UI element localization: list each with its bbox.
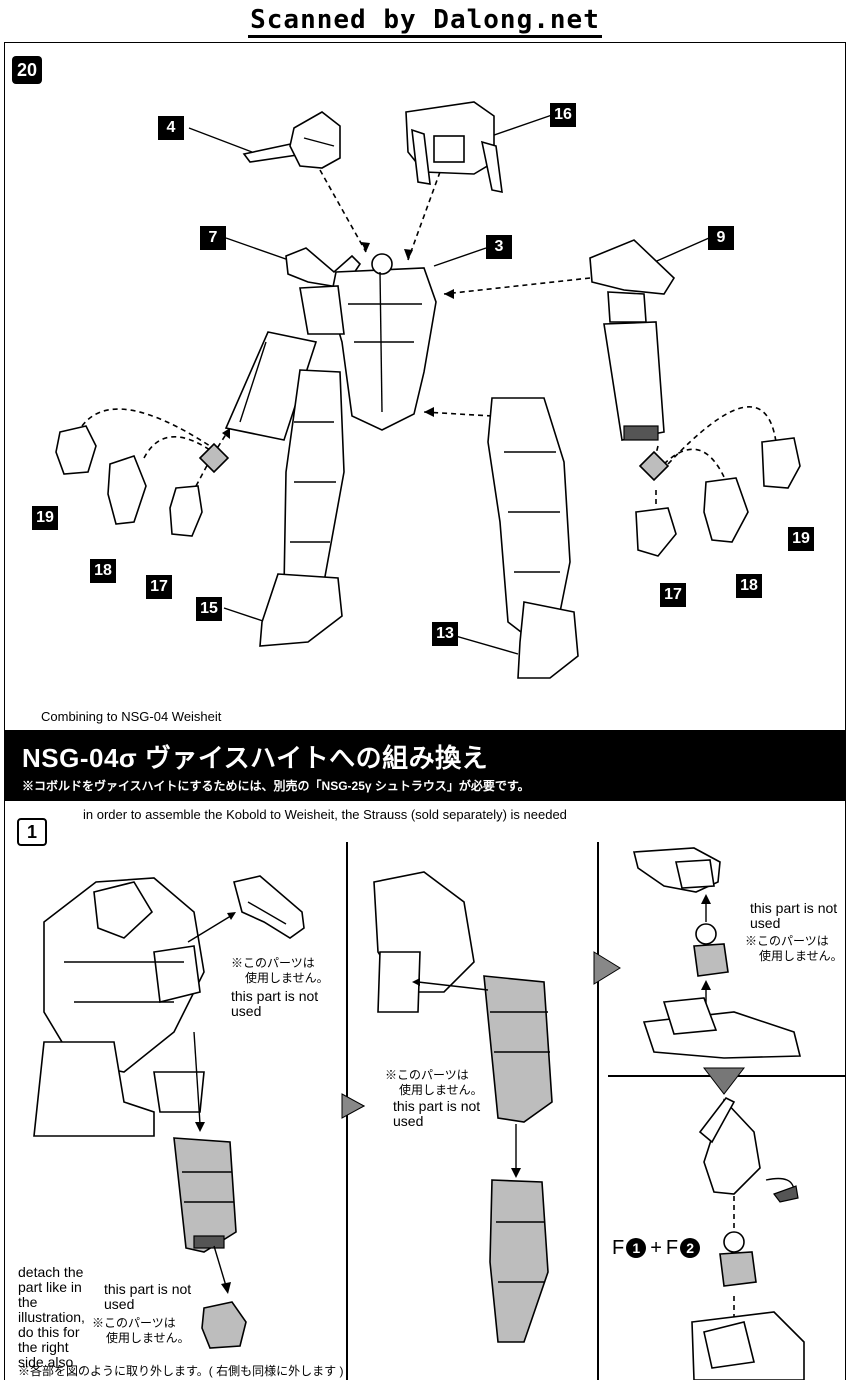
step20-illustration [55, 101, 801, 679]
combo-plus: + [650, 1236, 662, 1259]
panel1-en-note-1: this part is not used [231, 988, 319, 1019]
callout-part-19-right: 19 [788, 527, 814, 551]
combo-f1-letter: F [612, 1236, 625, 1259]
banner-title: NSG-04σ ヴァイスハイトへの組み換え [22, 743, 489, 773]
panel2-jp-note-line2: 使用しません。 [399, 1083, 483, 1097]
step1-frame [4, 800, 846, 1380]
panel1-jp-note-1-line2: 使用しません。 [245, 971, 329, 985]
callout-part-13: 13 [432, 622, 458, 646]
callout-part-17-left: 17 [146, 575, 172, 599]
callout-part-4: 4 [158, 116, 184, 140]
callout-part-3: 3 [486, 235, 512, 259]
callout-part-9: 9 [708, 226, 734, 250]
combo-n1-circle: 1 [626, 1238, 647, 1258]
panel3-jp-note-line1: ※このパーツは [745, 934, 829, 948]
banner-subtitle: ※コボルドをヴァイスハイトにするためには、別売の「NSG-25γ シュトラウス」… [22, 779, 530, 793]
callout-part-16: 16 [550, 103, 576, 127]
panel3-en-note: this part is not used [750, 900, 838, 931]
step20-number: 20 [12, 56, 42, 84]
panel1-jp-note-2: ※このパーツは 使用しません。 [92, 1316, 190, 1346]
callout-part-19-left: 19 [32, 506, 58, 530]
panel1-jp-note-1: ※このパーツは 使用しません。 [231, 956, 329, 986]
panel1-footer-jp: ※各部を図のように取り外します。( 右側も同様に外します ) [18, 1364, 344, 1378]
combo-f2-letter: F [665, 1236, 679, 1259]
callout-part-18-left: 18 [90, 559, 116, 583]
callout-part-18-right: 18 [736, 574, 762, 598]
panel-divider-2 [597, 842, 599, 1380]
panel1-jp-note-1-line1: ※このパーツは [231, 956, 315, 970]
scan-header-title: Scanned by Dalong.net [248, 5, 602, 38]
panel1-jp-note-2-line1: ※このパーツは [92, 1316, 176, 1330]
panel1-en-note-2: this part is not used [104, 1281, 192, 1312]
callout-part-15: 15 [196, 597, 222, 621]
panel1-jp-note-2-line2: 使用しません。 [106, 1331, 190, 1345]
step1-number: 1 [17, 818, 47, 846]
callout-part-17-right: 17 [660, 583, 686, 607]
combo-n2-circle: 2 [680, 1238, 701, 1258]
step20-caption: Combining to NSG-04 Weisheit [41, 709, 222, 724]
panel2-en-note: this part is not used [393, 1098, 481, 1129]
combo-label: F 1 + F 2 [612, 1236, 701, 1260]
panel3-jp-note: ※このパーツは 使用しません。 [745, 934, 843, 964]
panel2-jp-note-line1: ※このパーツは [385, 1068, 469, 1082]
panel3-jp-note-line2: 使用しません。 [759, 949, 843, 963]
scan-header: Scanned by Dalong.net [0, 0, 850, 40]
step1-intro: in order to assemble the Kobold to Weish… [83, 807, 567, 822]
callout-part-7: 7 [200, 226, 226, 250]
panel2-jp-note: ※このパーツは 使用しません。 [385, 1068, 483, 1098]
panel1-detach-note: detach the part like in the illustration… [18, 1264, 85, 1370]
step1-illustration [33, 847, 805, 1380]
section-banner: NSG-04σ ヴァイスハイトへの組み換え ※コボルドをヴァイスハイトにするため… [4, 730, 846, 800]
